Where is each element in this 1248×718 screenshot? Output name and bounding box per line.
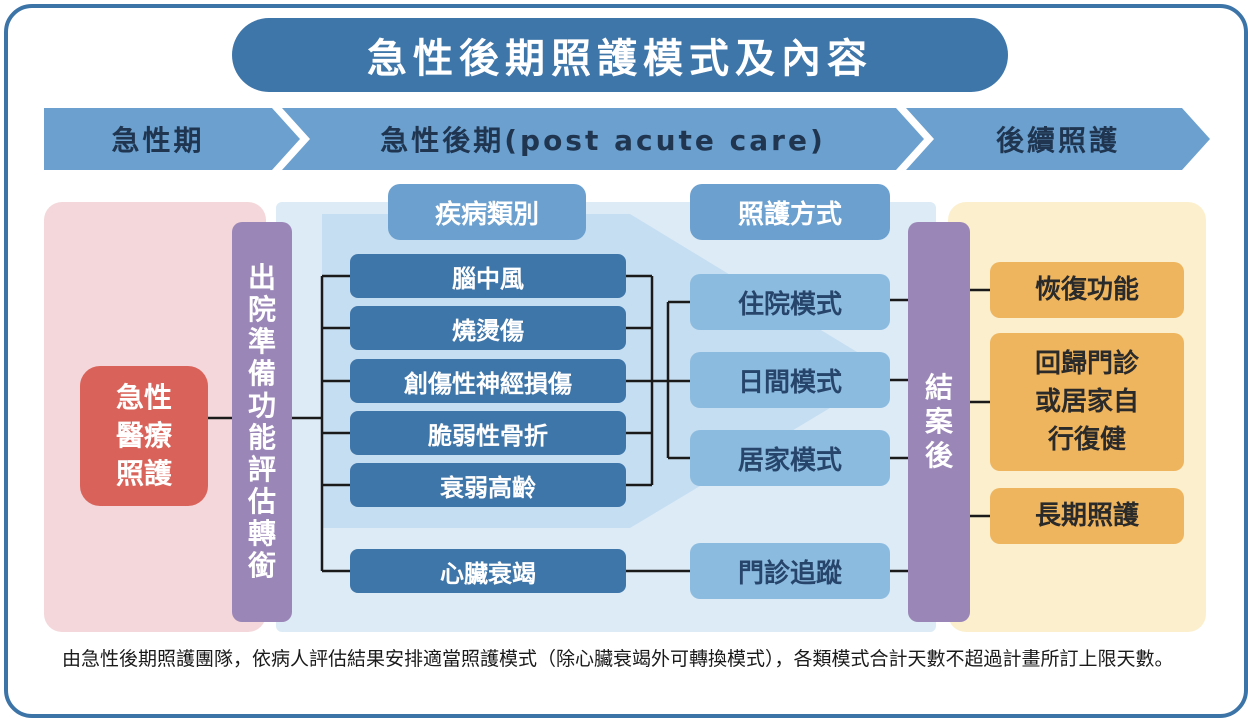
outcome-return-line-1: 回歸門診 <box>1034 349 1139 379</box>
phase-label-follow-up: 後續照護 <box>995 124 1120 157</box>
acute-medical-care-box: 急性 醫療 照護 <box>80 366 208 506</box>
outcome-return-home: 回歸門診 或居家自 行復健 <box>990 333 1184 471</box>
disease-category-header: 疾病類別 <box>388 184 586 240</box>
outcome-recovery: 恢復功能 <box>990 262 1184 318</box>
closure-char: 後 <box>924 439 953 472</box>
disease-fragility-fracture: 脆弱性骨折 <box>350 411 626 455</box>
disease-neurotrauma: 創傷性神經損傷 <box>350 359 626 403</box>
acute-care-line-2: 醫療 <box>115 419 172 452</box>
discharge-char: 評 <box>247 453 276 486</box>
closure-char: 結 <box>924 371 953 404</box>
closure-char: 案 <box>924 405 953 438</box>
phase-arrow-follow-up <box>906 108 1210 170</box>
outcome-long-term-label: 長期照護 <box>1034 501 1139 531</box>
phase-arrow-post-acute <box>282 108 924 170</box>
phase-arrow-acute <box>44 108 300 170</box>
outcome-long-term: 長期照護 <box>990 488 1184 544</box>
discharge-char: 功 <box>247 389 276 422</box>
disease-stroke: 腦中風 <box>350 254 626 298</box>
discharge-char: 估 <box>247 485 276 518</box>
footnote: 由急性後期照護團隊，依病人評估結果安排適當照護模式（除心臟衰竭外可轉換模式），各… <box>62 648 1174 670</box>
acute-care-line-1: 急性 <box>115 381 172 414</box>
outcome-recovery-label: 恢復功能 <box>1034 275 1139 305</box>
disease-heart-failure: 心臟衰竭 <box>350 549 626 593</box>
discharge-char: 院 <box>247 293 276 326</box>
discharge-char: 銜 <box>247 549 276 582</box>
discharge-char: 準 <box>247 325 276 358</box>
disease-frail-elderly: 衰弱高齡 <box>350 463 626 507</box>
mode-inpatient: 住院模式 <box>690 274 890 330</box>
acute-care-line-3: 照護 <box>115 457 172 490</box>
disease-burns: 燒燙傷 <box>350 306 626 350</box>
mode-home-care: 居家模式 <box>690 430 890 486</box>
discharge-char: 轉 <box>247 517 276 550</box>
discharge-char: 出 <box>247 261 276 294</box>
outcome-return-line-3: 行復健 <box>1047 425 1126 455</box>
case-closure-bar: 結 案 後 <box>908 222 970 622</box>
mode-outpatient-tracking: 門診追蹤 <box>690 543 890 599</box>
discharge-assessment-bar: 出 院 準 備 功 能 評 估 轉 銜 <box>232 222 292 622</box>
discharge-char: 能 <box>247 421 276 454</box>
diagram-title: 急性後期照護模式及內容 <box>232 18 1008 92</box>
care-mode-header: 照護方式 <box>690 184 890 240</box>
mode-day-care: 日間模式 <box>690 352 890 408</box>
phase-label-acute: 急性期 <box>111 124 205 157</box>
outcome-return-line-2: 或居家自 <box>1034 387 1139 417</box>
discharge-char: 備 <box>247 357 276 390</box>
phase-label-post-acute: 急性後期(post acute care) <box>380 124 826 157</box>
